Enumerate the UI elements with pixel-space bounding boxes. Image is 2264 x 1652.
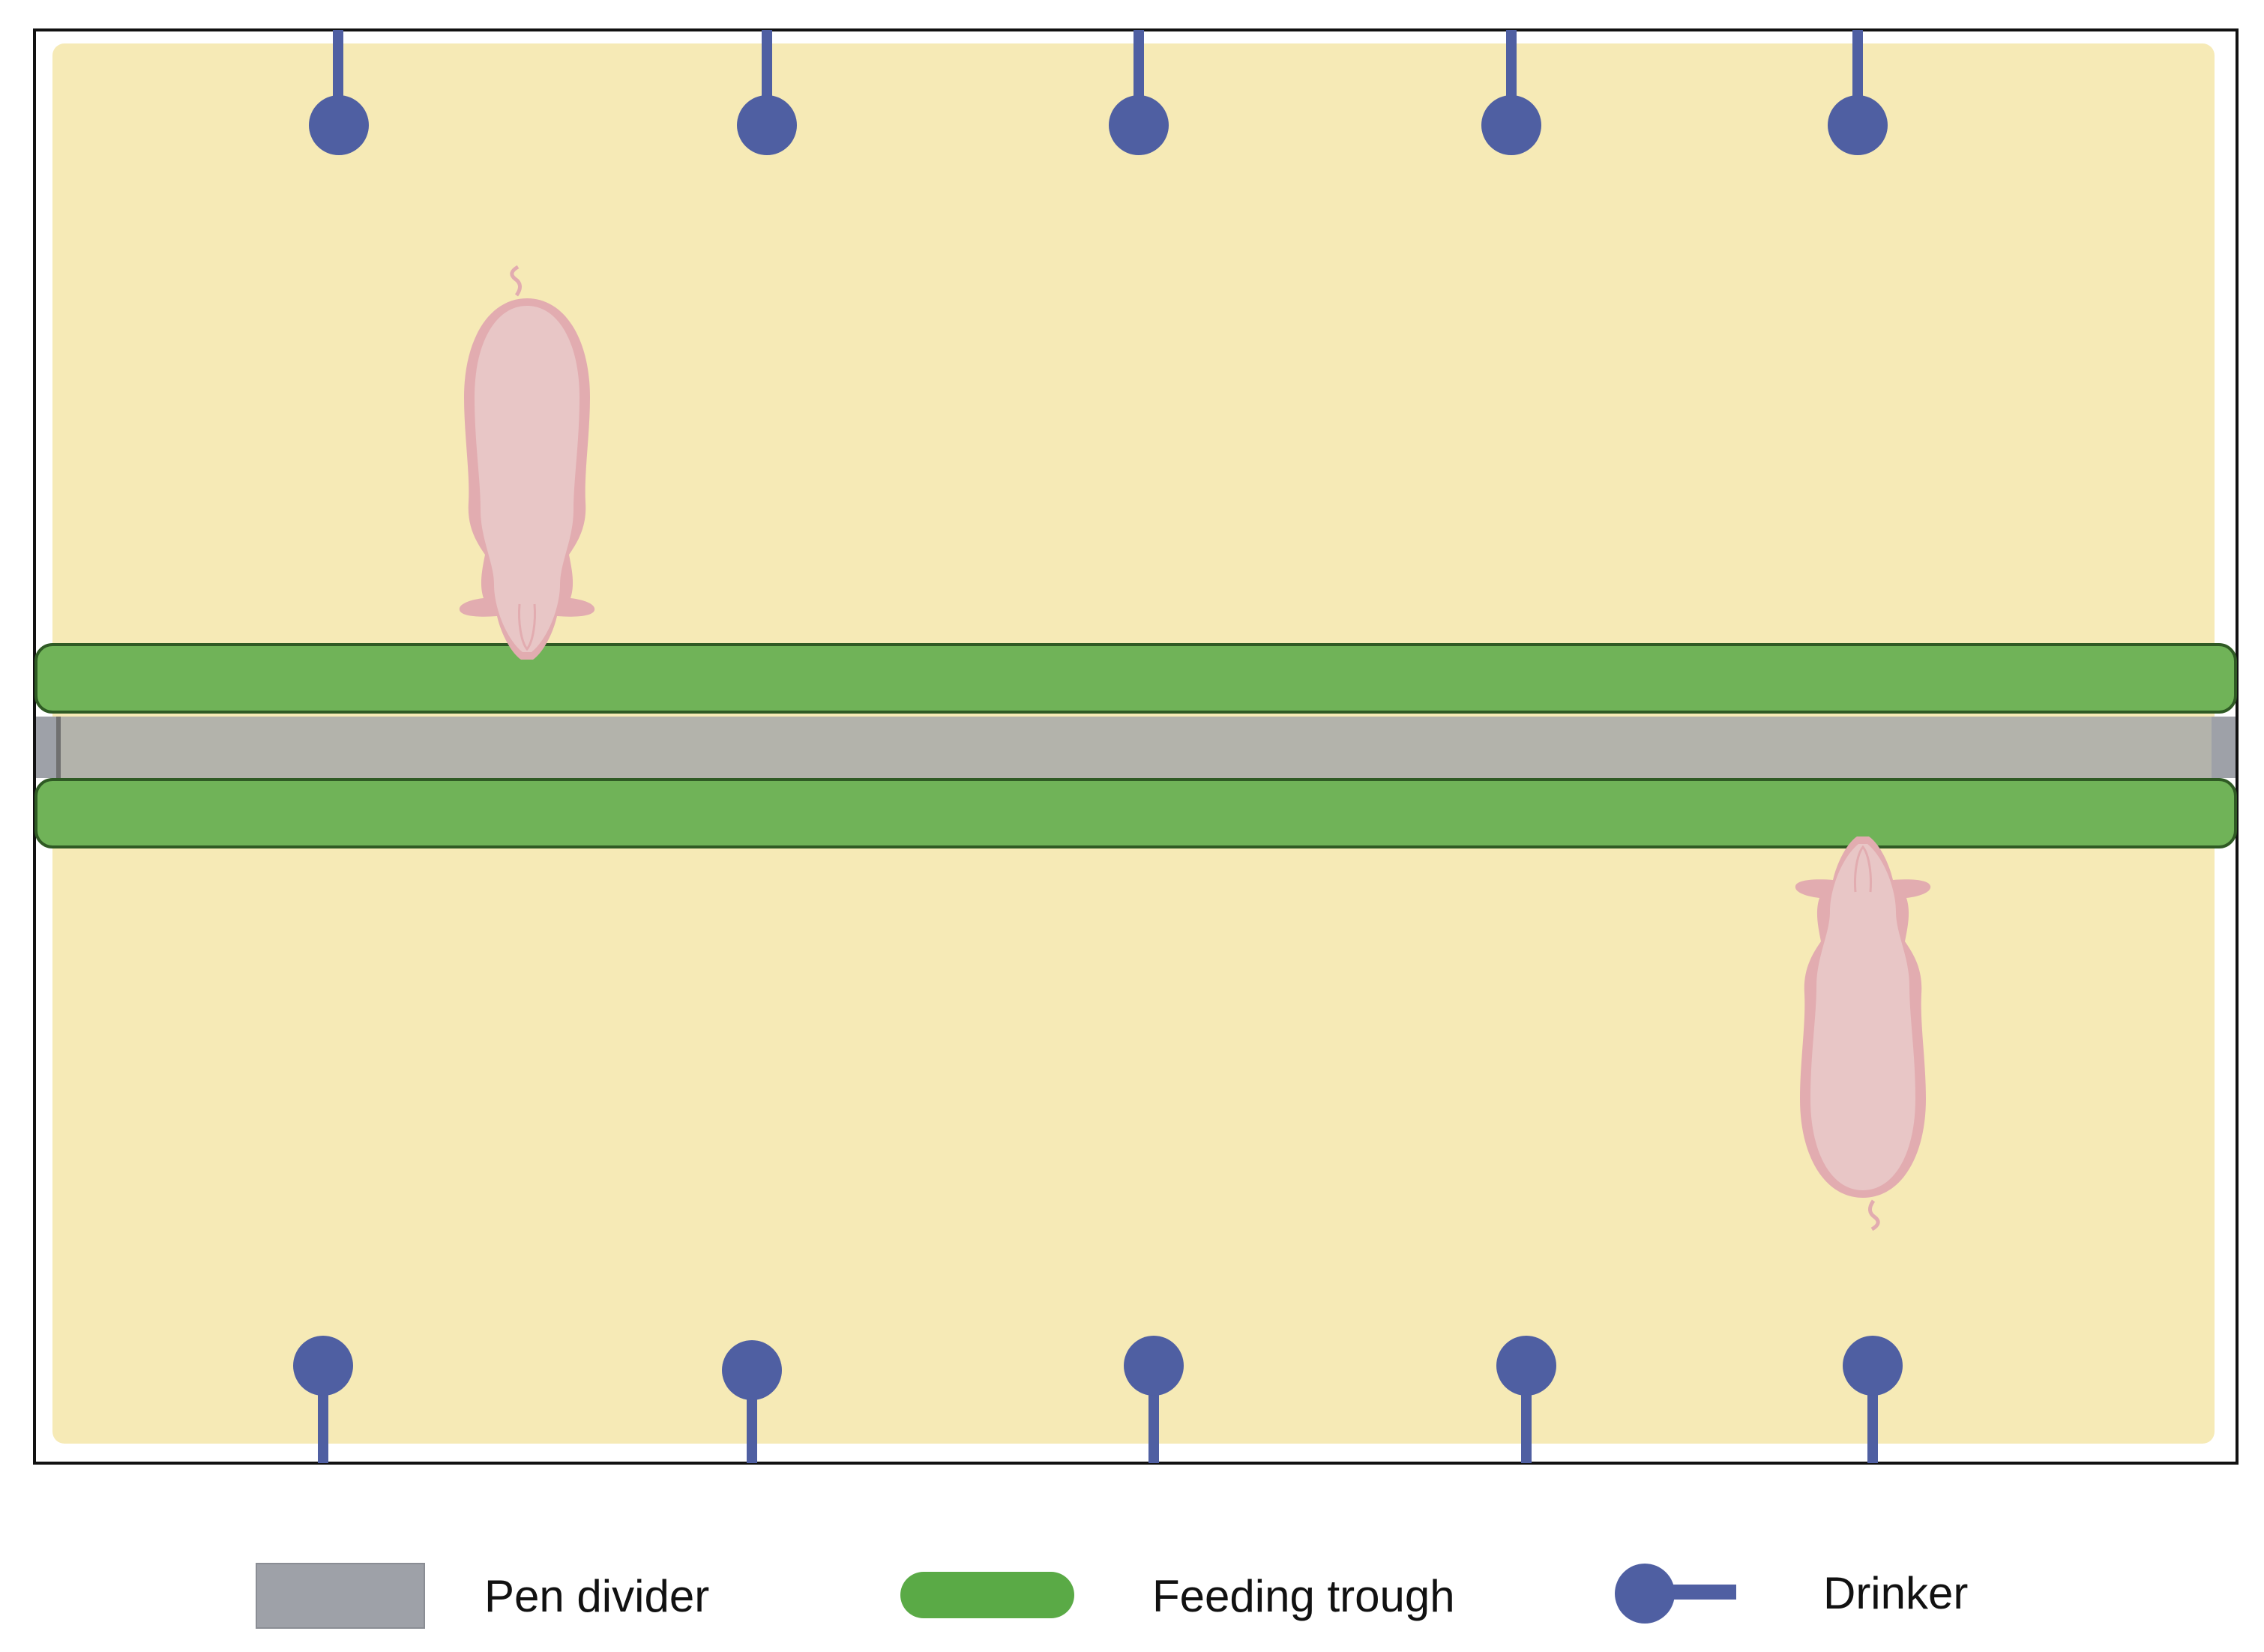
drinker-icon <box>1828 30 1888 155</box>
legend-pen-divider-label: Pen divider <box>484 1571 709 1621</box>
drinker-icon <box>737 30 797 155</box>
drinker-icon <box>1843 1336 1903 1463</box>
feeding-trough-top <box>34 643 2237 714</box>
pen-divider-swatch <box>256 1563 425 1629</box>
pen-divider <box>36 717 2236 778</box>
legend-drinker-label: Drinker <box>1823 1568 1968 1618</box>
drinker-icon <box>1615 1564 1736 1624</box>
drinker-icon <box>293 1336 353 1463</box>
pen-divider-end-right <box>2212 717 2236 778</box>
drinker-icon <box>309 30 369 155</box>
drinker-icon <box>1481 30 1541 155</box>
pen-divider-end-left <box>36 717 60 778</box>
drinker-icon <box>1124 1336 1184 1463</box>
legend: Pen divider Feeding trough Drinker <box>256 1563 1968 1629</box>
legend-feeding-trough-label: Feeding trough <box>1152 1571 1455 1621</box>
drinker-icon <box>722 1340 782 1463</box>
feeding-trough-swatch <box>900 1572 1074 1618</box>
drinker-icon <box>1496 1336 1556 1463</box>
drinker-icon <box>1109 30 1169 155</box>
feeding-trough-bottom <box>34 778 2237 848</box>
